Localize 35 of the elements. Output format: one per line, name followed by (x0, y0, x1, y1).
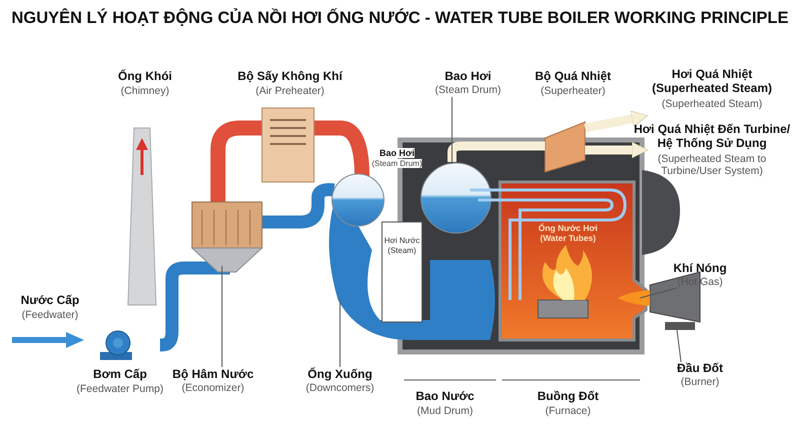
part-translation: (Air Preheater) (256, 85, 324, 98)
part-name: Hơi Quá Nhiệt (Superheated Steam) (650, 68, 774, 96)
part-translation: (Steam) (388, 246, 416, 256)
part-translation: (Superheater) (540, 85, 606, 98)
part-name: Bao Nước (416, 390, 474, 404)
part-translation: (Mud Drum) (417, 405, 473, 418)
part-name: Bao Hơi (380, 148, 414, 158)
part-translation: (Economizer) (180, 382, 246, 394)
part-name: Bộ Sấy Không Khí (238, 70, 342, 84)
part-translation: (Feedwater Pump) (76, 383, 164, 396)
part-name: Ống Khói (118, 70, 172, 84)
part-name: Khí Nóng (673, 262, 727, 276)
part-name: Bao Hơi (444, 70, 492, 84)
part-name: Bơm Cấp (93, 368, 147, 382)
part-translation: (Superheated Steam to Turbine/User System) (656, 153, 768, 178)
part-name: Buồng Đốt (537, 390, 599, 404)
part-name: Hơi Quá Nhiệt Đến Turbine/ Hệ Thống Sử Dụng (632, 123, 792, 151)
part-translation: (Chimney) (120, 85, 170, 98)
part-translation: (Steam Drum) (435, 84, 501, 96)
part-name: Ống Nước Hơi (538, 224, 598, 234)
part-name: Đầu Đốt (677, 362, 723, 376)
part-name: Nước Cấp (20, 294, 80, 308)
part-name: Hơi Nước (384, 236, 420, 246)
part-translation: (Steam Drum) (372, 159, 422, 168)
leader-line (640, 287, 678, 298)
part-translation: (Burner) (680, 376, 720, 388)
part-translation: (Downcomers) (306, 382, 374, 394)
part-translation: (Water Tubes) (540, 234, 596, 244)
part-name: Bộ Quá Nhiệt (535, 70, 611, 84)
part-name: Ống Xuống (306, 368, 374, 382)
diagram-title: NGUYÊN LÝ HOẠT ĐỘNG CỦA NỒI HƠI ỐNG NƯỚC - WATER TUBE BOILER WORKING PRINCIPLE (12, 9, 788, 28)
part-name: Bộ Hâm Nước (172, 368, 254, 382)
part-translation: (Feedwater) (22, 309, 78, 322)
part-translation: (Furnace) (545, 405, 591, 418)
part-translation: (Superheated Steam) (662, 98, 762, 110)
